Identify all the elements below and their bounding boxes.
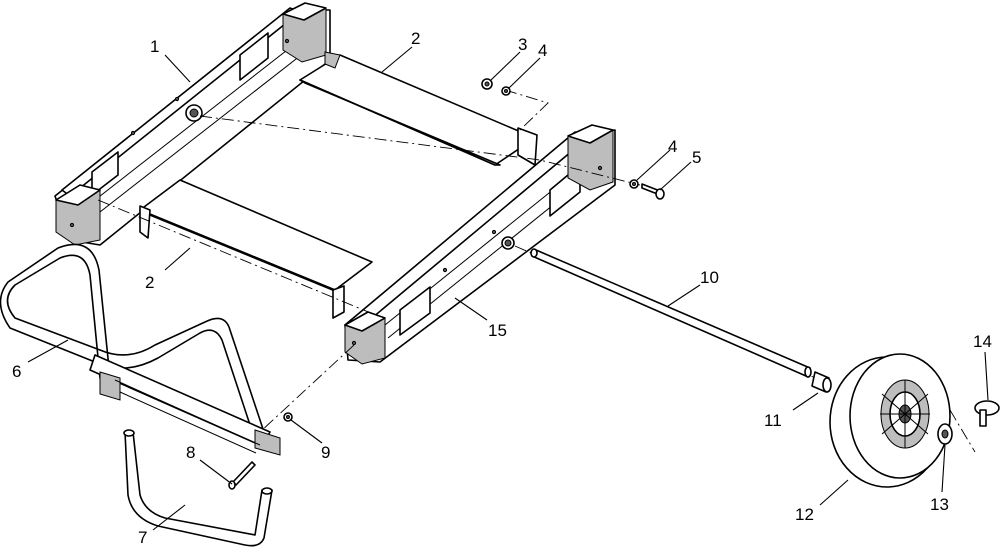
frame-rail-back xyxy=(54,2,331,246)
callout-11: 11 xyxy=(764,411,782,430)
callout-13: 13 xyxy=(930,495,949,514)
leader-lines xyxy=(27,46,989,531)
callout-5: 5 xyxy=(692,148,701,167)
support-leg-7 xyxy=(123,429,273,547)
callout-7: 7 xyxy=(138,528,147,547)
nut-9 xyxy=(283,412,293,422)
callout-3: 3 xyxy=(518,35,527,54)
callout-4-lower: 4 xyxy=(668,137,677,156)
lock-washer-4-upper xyxy=(501,86,511,96)
callout-labels: 1 2 2 3 4 4 5 6 7 8 9 10 11 12 13 14 15 xyxy=(12,29,992,547)
callout-10: 10 xyxy=(700,268,719,287)
cross-brace-upper xyxy=(299,51,538,166)
callout-14: 14 xyxy=(973,332,992,351)
lock-washer-4-lower xyxy=(629,179,639,189)
callout-2-upper: 2 xyxy=(411,29,420,48)
bolt-5 xyxy=(641,183,665,200)
bolt-8 xyxy=(228,461,256,490)
callout-4-upper: 4 xyxy=(538,41,547,60)
callout-12: 12 xyxy=(795,505,814,524)
callout-2-lower: 2 xyxy=(145,273,154,292)
callout-9: 9 xyxy=(321,443,330,462)
spacer-11 xyxy=(811,371,832,393)
wheel-12 xyxy=(829,353,951,488)
nut-3 xyxy=(481,78,493,90)
handle-6 xyxy=(0,243,281,456)
hitch-pin-14 xyxy=(974,400,1000,427)
callout-8: 8 xyxy=(186,443,195,462)
callout-6: 6 xyxy=(12,362,21,381)
axle-10 xyxy=(530,248,812,378)
washer-13 xyxy=(937,423,953,445)
cross-brace-lower xyxy=(139,179,373,319)
callout-1: 1 xyxy=(150,37,159,56)
frame-rail-front xyxy=(344,124,616,365)
callout-15: 15 xyxy=(488,321,507,340)
